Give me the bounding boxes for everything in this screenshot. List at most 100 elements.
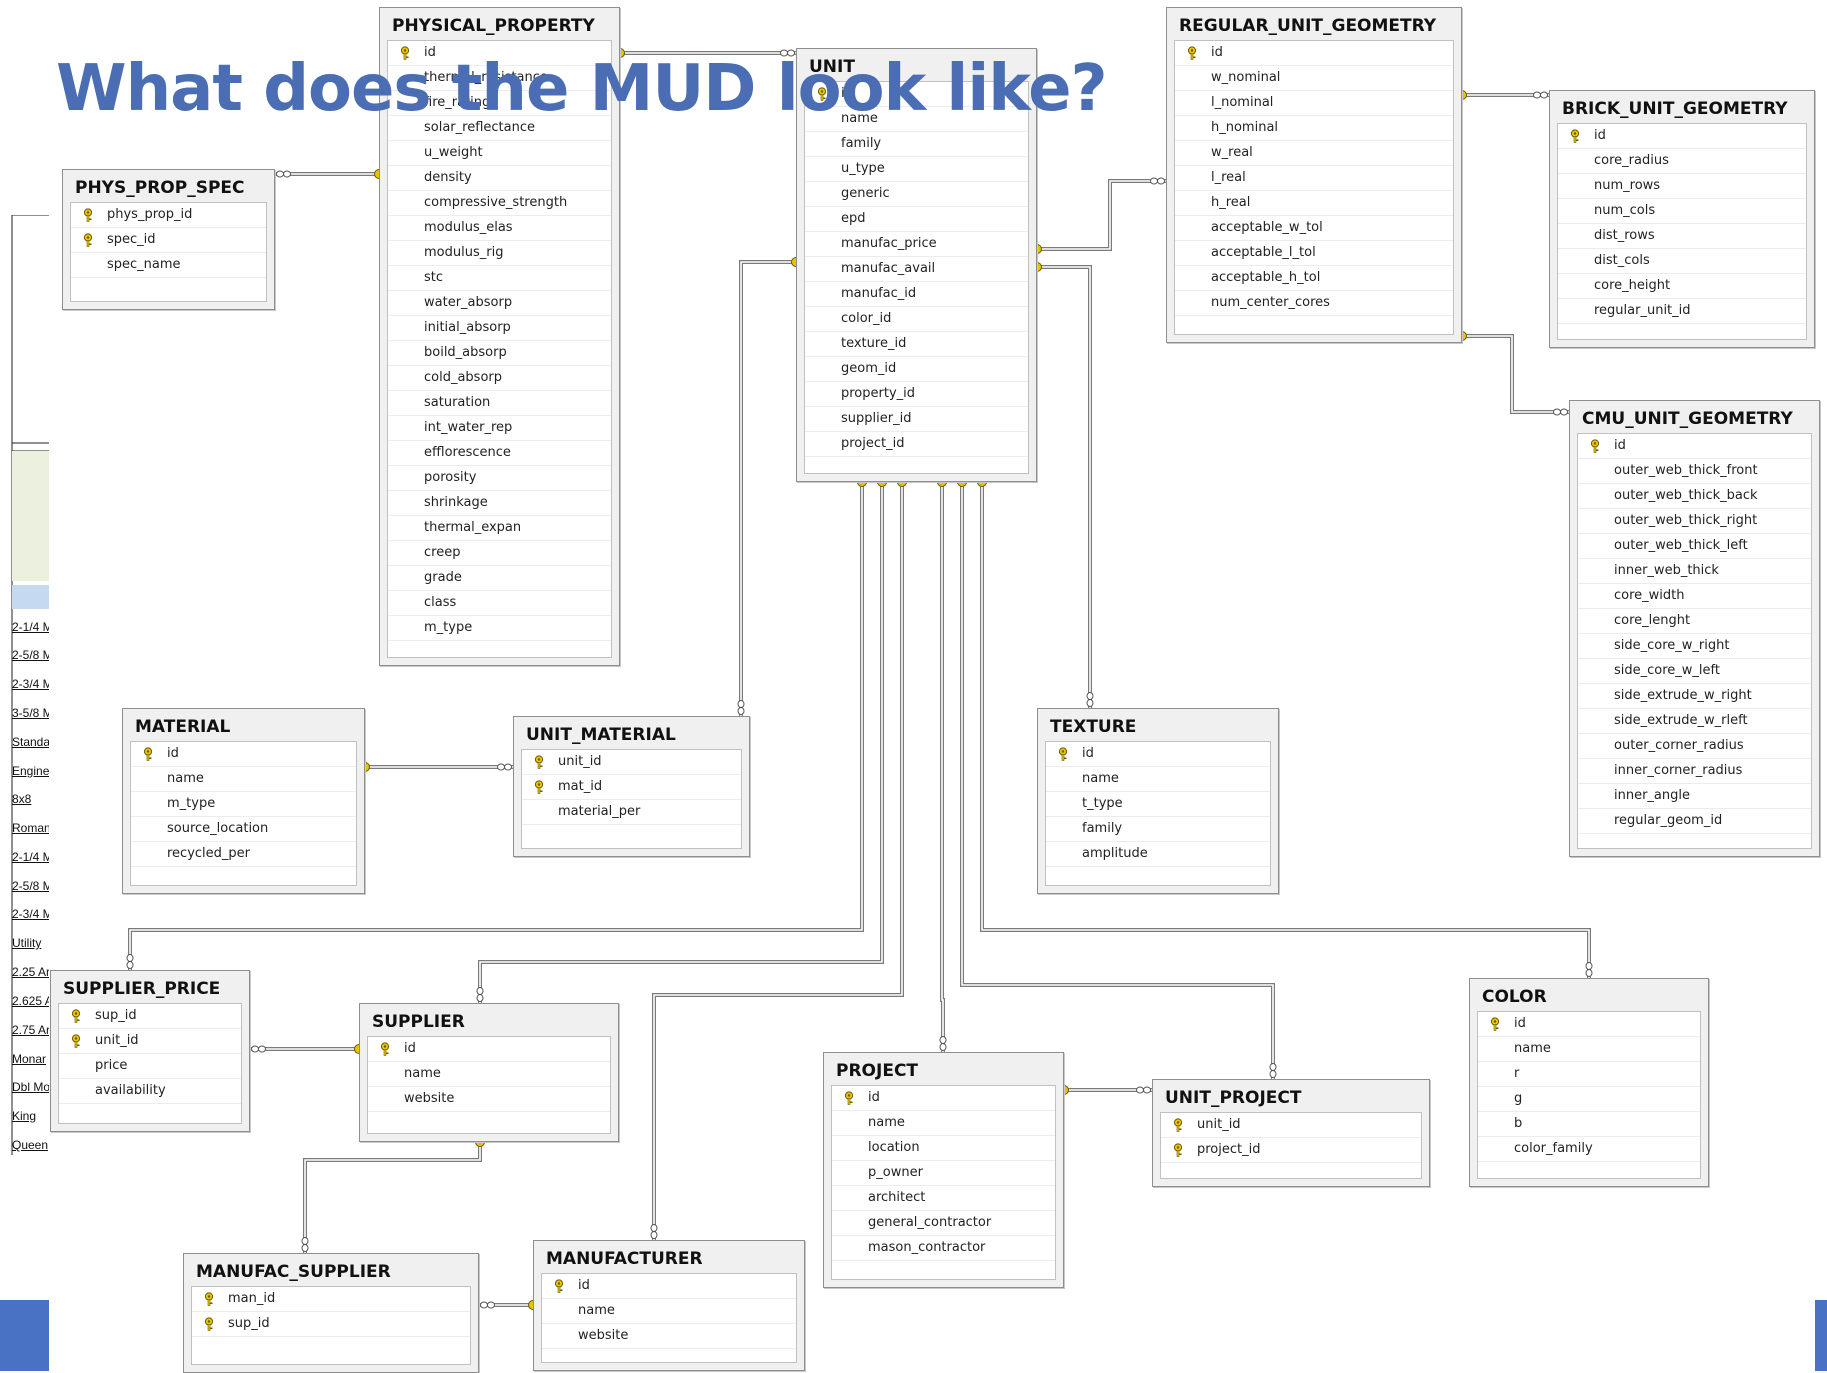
- column-row[interactable]: id: [368, 1037, 610, 1062]
- column-row[interactable]: manufac_id: [805, 282, 1028, 307]
- column-row[interactable]: fire_rating: [388, 91, 611, 116]
- column-row[interactable]: outer_web_thick_back: [1578, 484, 1811, 509]
- column-row[interactable]: stc: [388, 266, 611, 291]
- column-row[interactable]: h_real: [1175, 191, 1453, 216]
- column-row[interactable]: mason_contractor: [832, 1236, 1055, 1261]
- column-row[interactable]: side_core_w_right: [1578, 634, 1811, 659]
- column-row[interactable]: name: [832, 1111, 1055, 1136]
- column-row[interactable]: acceptable_h_tol: [1175, 266, 1453, 291]
- column-row[interactable]: project_id: [805, 432, 1028, 457]
- column-row[interactable]: mat_id: [522, 775, 741, 800]
- column-row[interactable]: shrinkage: [388, 491, 611, 516]
- column-row[interactable]: id: [131, 742, 356, 767]
- column-row[interactable]: inner_web_thick: [1578, 559, 1811, 584]
- column-row[interactable]: m_type: [131, 792, 356, 817]
- column-row[interactable]: general_contractor: [832, 1211, 1055, 1236]
- column-row[interactable]: name: [368, 1062, 610, 1087]
- column-row[interactable]: regular_geom_id: [1578, 809, 1811, 834]
- column-row[interactable]: l_nominal: [1175, 91, 1453, 116]
- column-row[interactable]: source_location: [131, 817, 356, 842]
- column-row[interactable]: id: [1175, 41, 1453, 66]
- column-row[interactable]: generic: [805, 182, 1028, 207]
- column-row[interactable]: outer_web_thick_left: [1578, 534, 1811, 559]
- column-row[interactable]: modulus_rig: [388, 241, 611, 266]
- column-row[interactable]: unit_id: [59, 1029, 241, 1054]
- column-row[interactable]: id: [542, 1274, 796, 1299]
- column-row[interactable]: outer_corner_radius: [1578, 734, 1811, 759]
- column-row[interactable]: website: [542, 1324, 796, 1349]
- column-row[interactable]: compressive_strength: [388, 191, 611, 216]
- column-row[interactable]: dist_cols: [1558, 249, 1806, 274]
- column-row[interactable]: name: [805, 107, 1028, 132]
- column-row[interactable]: man_id: [192, 1287, 470, 1312]
- column-row[interactable]: grade: [388, 566, 611, 591]
- column-row[interactable]: side_extrude_w_right: [1578, 684, 1811, 709]
- column-row[interactable]: supplier_id: [805, 407, 1028, 432]
- column-row[interactable]: website: [368, 1087, 610, 1112]
- column-row[interactable]: id: [1558, 124, 1806, 149]
- column-row[interactable]: u_type: [805, 157, 1028, 182]
- column-row[interactable]: id: [805, 82, 1028, 107]
- column-row[interactable]: density: [388, 166, 611, 191]
- column-row[interactable]: price: [59, 1054, 241, 1079]
- column-row[interactable]: recycled_per: [131, 842, 356, 867]
- column-row[interactable]: w_real: [1175, 141, 1453, 166]
- column-row[interactable]: p_owner: [832, 1161, 1055, 1186]
- column-row[interactable]: int_water_rep: [388, 416, 611, 441]
- column-row[interactable]: num_center_cores: [1175, 291, 1453, 316]
- column-row[interactable]: outer_web_thick_right: [1578, 509, 1811, 534]
- column-row[interactable]: efflorescence: [388, 441, 611, 466]
- column-row[interactable]: dist_rows: [1558, 224, 1806, 249]
- column-row[interactable]: unit_id: [1161, 1113, 1421, 1138]
- column-row[interactable]: project_id: [1161, 1138, 1421, 1163]
- column-row[interactable]: epd: [805, 207, 1028, 232]
- column-row[interactable]: availability: [59, 1079, 241, 1104]
- column-row[interactable]: boild_absorp: [388, 341, 611, 366]
- column-row[interactable]: water_absorp: [388, 291, 611, 316]
- column-row[interactable]: core_radius: [1558, 149, 1806, 174]
- column-row[interactable]: architect: [832, 1186, 1055, 1211]
- column-row[interactable]: acceptable_w_tol: [1175, 216, 1453, 241]
- column-row[interactable]: creep: [388, 541, 611, 566]
- column-row[interactable]: manufac_avail: [805, 257, 1028, 282]
- column-row[interactable]: inner_angle: [1578, 784, 1811, 809]
- column-row[interactable]: name: [1478, 1037, 1700, 1062]
- column-row[interactable]: id: [1046, 742, 1270, 767]
- column-row[interactable]: h_nominal: [1175, 116, 1453, 141]
- column-row[interactable]: material_per: [522, 800, 741, 825]
- column-row[interactable]: num_cols: [1558, 199, 1806, 224]
- column-row[interactable]: u_weight: [388, 141, 611, 166]
- column-row[interactable]: regular_unit_id: [1558, 299, 1806, 324]
- column-row[interactable]: core_height: [1558, 274, 1806, 299]
- column-row[interactable]: id: [832, 1086, 1055, 1111]
- column-row[interactable]: core_lenght: [1578, 609, 1811, 634]
- column-row[interactable]: property_id: [805, 382, 1028, 407]
- column-row[interactable]: geom_id: [805, 357, 1028, 382]
- column-row[interactable]: id: [388, 41, 611, 66]
- column-row[interactable]: thermal_resistance: [388, 66, 611, 91]
- column-row[interactable]: r: [1478, 1062, 1700, 1087]
- column-row[interactable]: num_rows: [1558, 174, 1806, 199]
- column-row[interactable]: m_type: [388, 616, 611, 641]
- column-row[interactable]: inner_corner_radius: [1578, 759, 1811, 784]
- column-row[interactable]: amplitude: [1046, 842, 1270, 867]
- column-row[interactable]: spec_name: [71, 253, 266, 278]
- column-row[interactable]: initial_absorp: [388, 316, 611, 341]
- column-row[interactable]: t_type: [1046, 792, 1270, 817]
- column-row[interactable]: thermal_expan: [388, 516, 611, 541]
- column-row[interactable]: sup_id: [192, 1312, 470, 1337]
- column-row[interactable]: id: [1578, 434, 1811, 459]
